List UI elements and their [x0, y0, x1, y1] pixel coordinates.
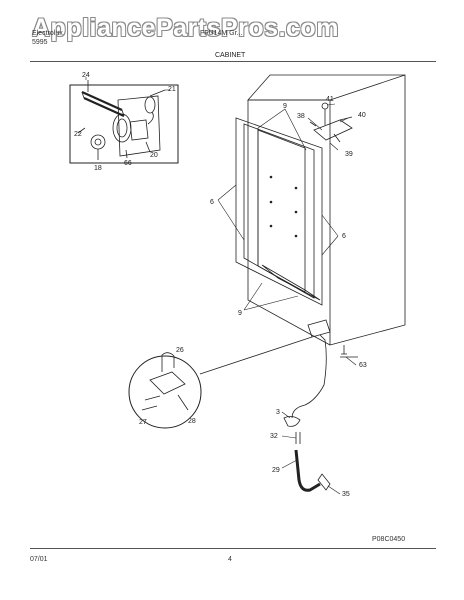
- drain-assembly: [283, 319, 358, 492]
- brand-label: Electrolux: [32, 30, 63, 37]
- callout-66: 66: [124, 160, 132, 167]
- callout-9-top: 9: [283, 103, 287, 110]
- callout-39: 39: [345, 151, 353, 158]
- callout-6-right: 6: [342, 233, 346, 240]
- callout-26: 26: [176, 347, 184, 354]
- callout-27: 27: [139, 419, 147, 426]
- callout-21: 21: [168, 86, 176, 93]
- callout-3: 3: [276, 409, 280, 416]
- callout-38: 38: [297, 113, 305, 120]
- callout-20: 20: [150, 152, 158, 159]
- brand-number-label: 5995: [32, 39, 48, 46]
- callout-24: 24: [82, 72, 90, 79]
- footer-rule: [30, 548, 436, 549]
- callout-labels: 24 21 22 20 66 18 9 41 38 40 39 6 6 9 63…: [74, 72, 367, 498]
- door-liner-frame: [235, 117, 323, 306]
- drawing-code: P08C0450: [372, 536, 406, 543]
- watermark: AppliancePartsPros.com: [32, 14, 339, 42]
- footer-date: 07/01: [30, 556, 48, 563]
- callout-18: 18: [94, 165, 102, 172]
- section-title: CABINET: [215, 52, 246, 59]
- callout-35: 35: [342, 491, 350, 498]
- callout-41: 41: [326, 96, 334, 103]
- callout-22: 22: [74, 131, 82, 138]
- light-assembly-detail: [69, 80, 179, 164]
- callout-63: 63: [359, 362, 367, 369]
- callout-6-left: 6: [210, 199, 214, 206]
- callout-40: 40: [358, 112, 366, 119]
- cabinet-body: [247, 74, 406, 346]
- callout-9-bottom: 9: [238, 310, 242, 317]
- header-rule: [30, 61, 436, 62]
- leader-lines: [85, 77, 357, 495]
- callout-32: 32: [270, 433, 278, 440]
- model-label: FFU14M Gr...: [200, 30, 243, 37]
- top-hinge: [309, 102, 353, 143]
- callout-29: 29: [272, 467, 280, 474]
- bracket-circle-detail: [128, 336, 313, 429]
- page-number: 4: [228, 556, 232, 563]
- callout-28: 28: [188, 418, 196, 425]
